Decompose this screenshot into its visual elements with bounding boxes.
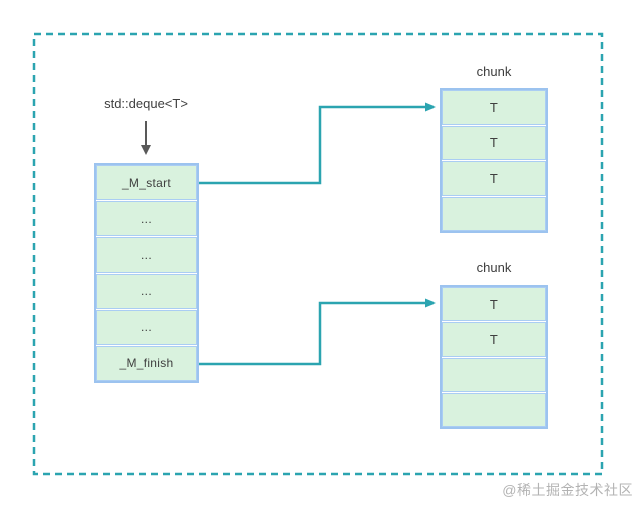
watermark-text: @稀土掘金技术社区 [502, 482, 633, 498]
chunk2-cell: T [442, 287, 546, 322]
map-table-row-ellipsis: ... [96, 309, 197, 345]
map-table-row-ellipsis: ... [96, 273, 197, 309]
chunk1-cell-empty [442, 196, 546, 231]
deque-type-label: std::deque<T> [104, 96, 188, 111]
chunk2-cell-empty [442, 392, 546, 427]
map-start-to-chunk1-arrow [199, 102, 436, 185]
map-table-row-start: _M_start [96, 165, 197, 201]
map-table-row-ellipsis: ... [96, 237, 197, 273]
chunk2-cell: T [442, 322, 546, 357]
map-finish-to-chunk2-arrow [199, 298, 436, 366]
chunk2-cell-empty [442, 357, 546, 392]
chunk2-label: chunk [476, 260, 512, 275]
chunk1-cell: T [442, 161, 546, 196]
map-table: _M_start ... ... ... ... _M_finish [94, 163, 199, 383]
map-table-row-finish: _M_finish [96, 345, 197, 382]
chunk1-cell: T [442, 90, 546, 125]
chunk1-cell: T [442, 125, 546, 160]
chunk1-label: chunk [476, 64, 512, 79]
chunk2-table: T T [440, 285, 548, 429]
chunk1-table: T T T [440, 88, 548, 233]
map-table-row-ellipsis: ... [96, 201, 197, 237]
